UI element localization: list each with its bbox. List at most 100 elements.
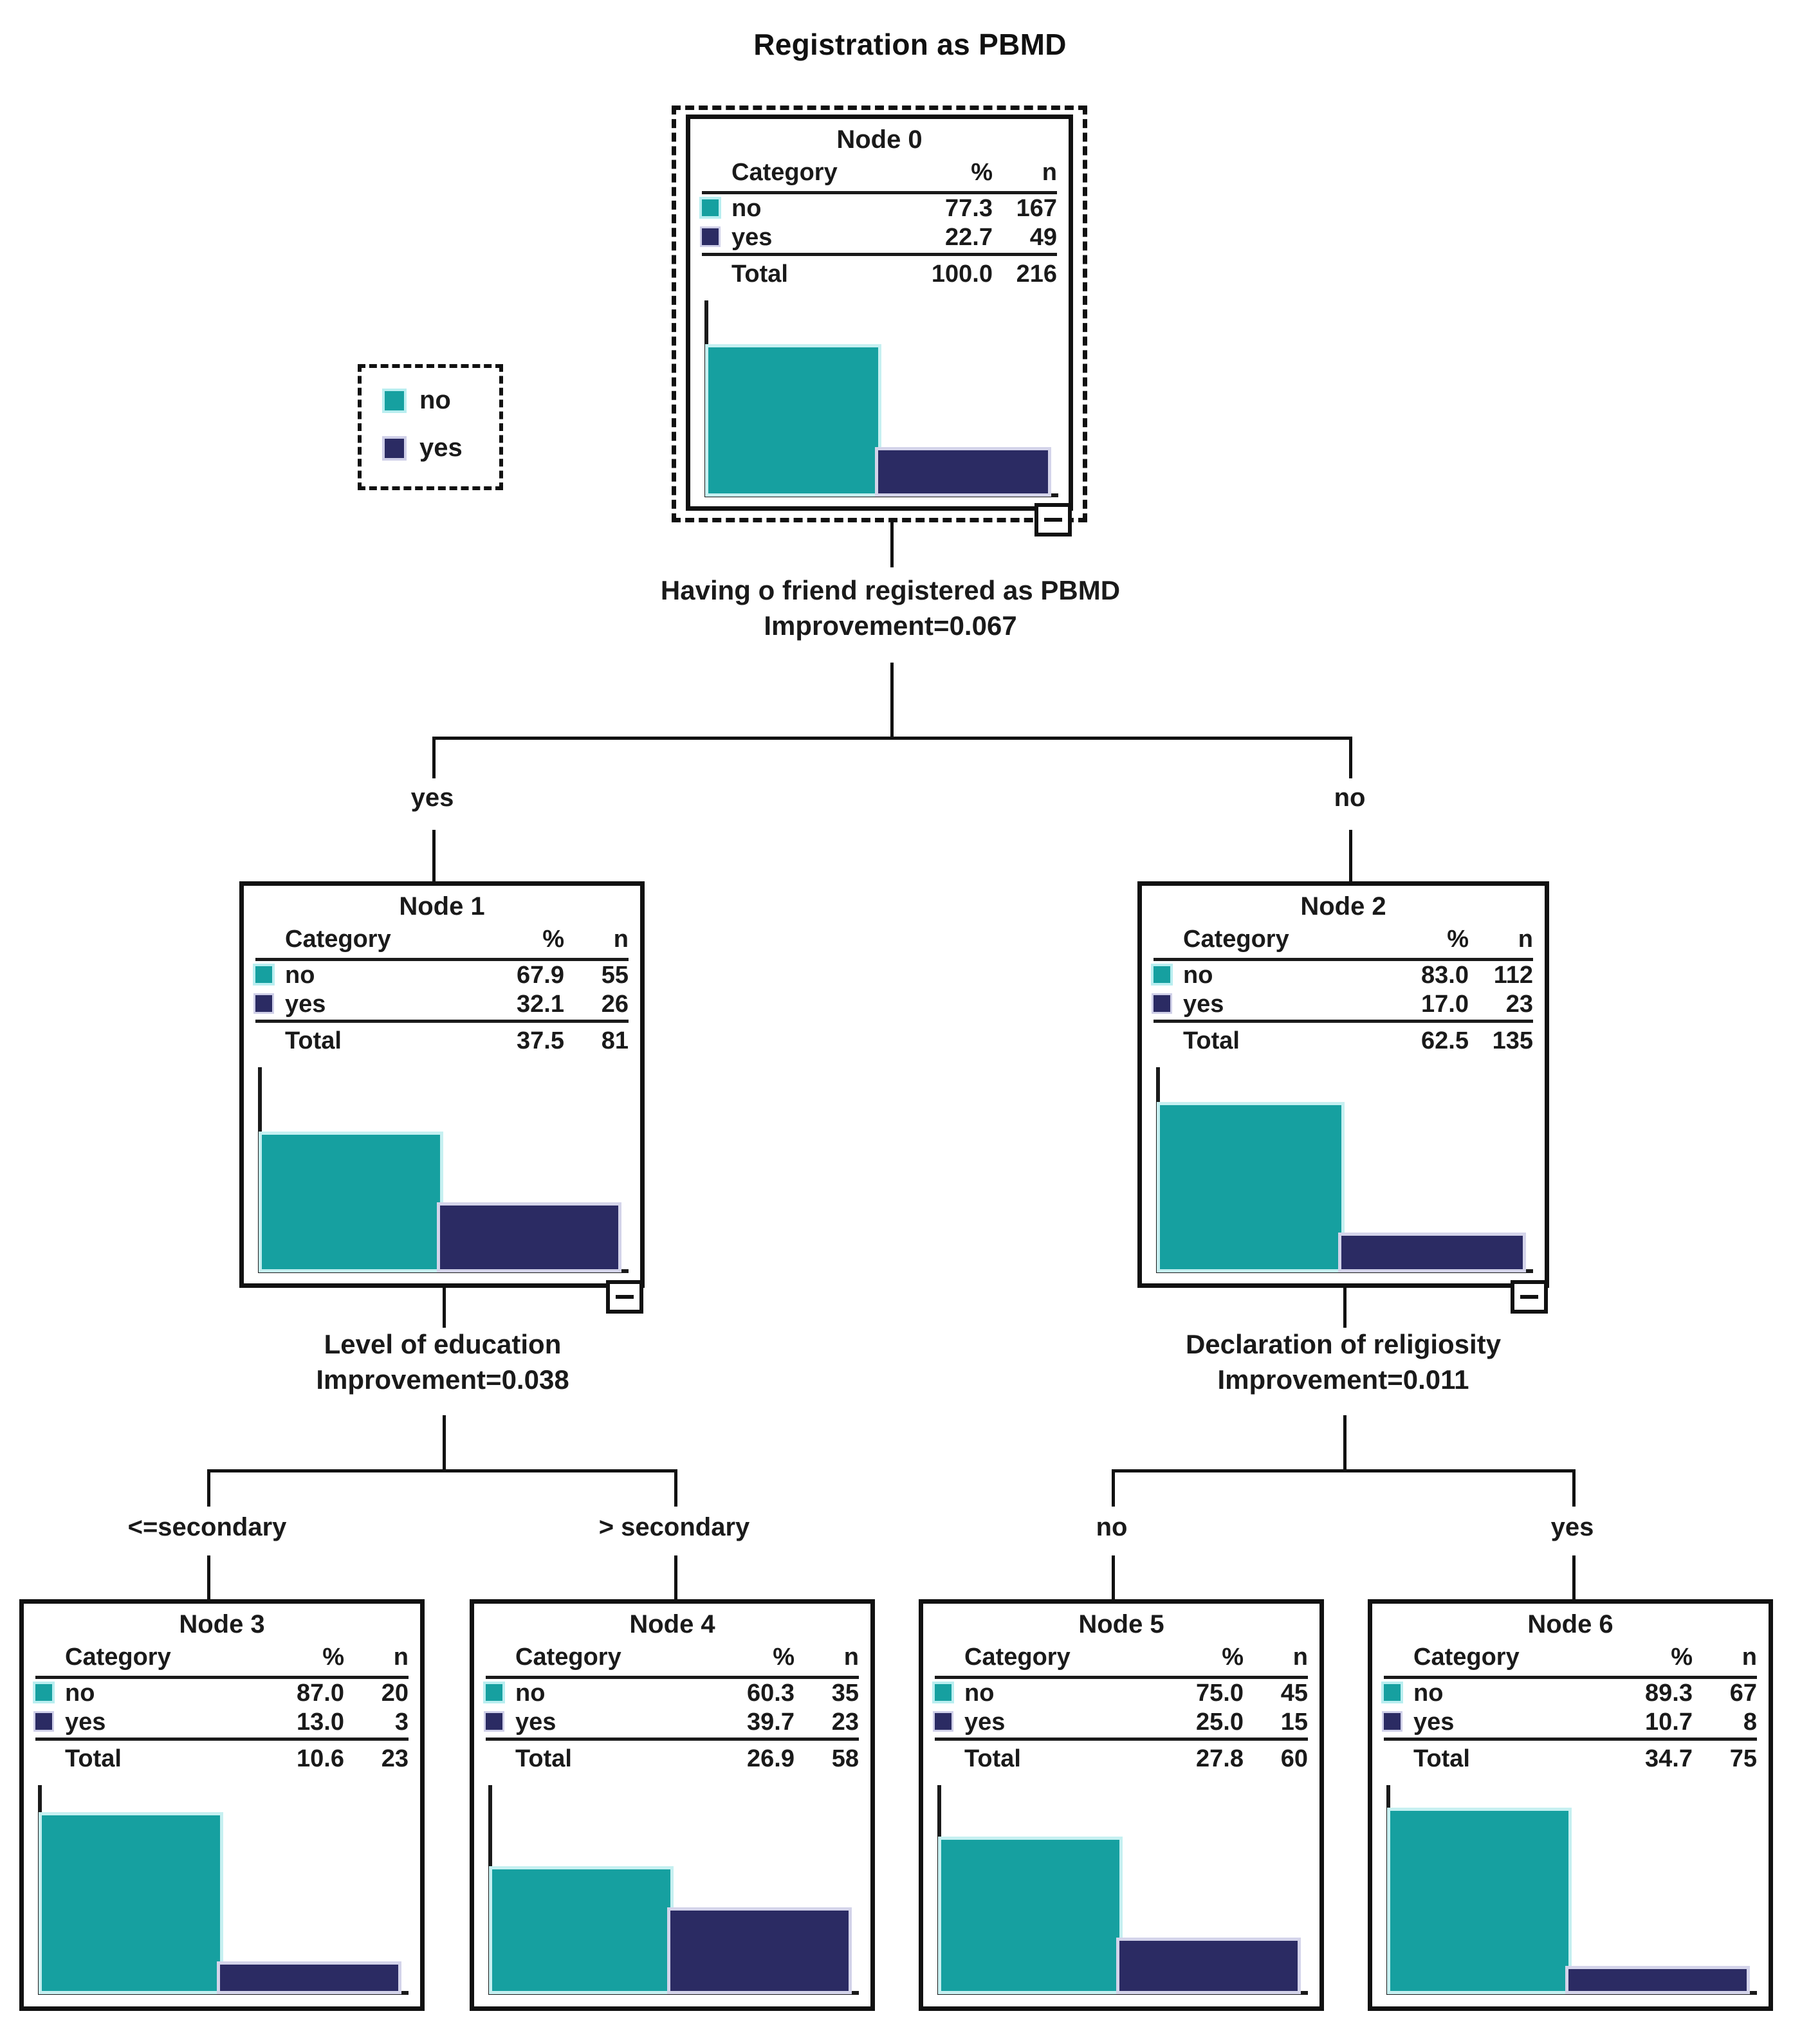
node-5-n-yes: 15 <box>1280 1708 1308 1736</box>
node-4-pct-no: 60.3 <box>747 1679 795 1707</box>
node-4-total-n: 58 <box>831 1745 859 1773</box>
node-2-bar-no <box>1160 1105 1341 1269</box>
edge-node1-down <box>443 1288 446 1328</box>
node-3-total-pct: 10.6 <box>297 1745 344 1773</box>
node-0-rule-top <box>702 190 1057 194</box>
branch-label-root-no: no <box>1334 784 1366 812</box>
node-0-collapse-button[interactable] <box>1034 503 1072 537</box>
node-2[interactable]: Node 2 Category % n no 83.0 112 yes 17.0… <box>1137 881 1549 1288</box>
left-split-improvement: Improvement=0.038 <box>316 1364 569 1395</box>
node-6-total-n: 75 <box>1729 1745 1757 1773</box>
legend-item-yes: yes <box>385 434 463 463</box>
row-swatch-yes-icon <box>702 228 719 245</box>
node-6-table-header: Category % n <box>1384 1643 1757 1674</box>
node-6-cat-yes: yes <box>1413 1708 1455 1736</box>
left-split-variable: Level of education <box>324 1329 562 1359</box>
node-4-row-no: no 60.3 35 <box>486 1679 859 1708</box>
row-swatch-yes-icon <box>255 995 272 1012</box>
node-2-total-n: 135 <box>1492 1027 1533 1055</box>
node-0[interactable]: Node 0 Category % n no 77.3 167 yes 22.7… <box>686 115 1073 511</box>
node-6-bar-chart <box>1386 1785 1757 1995</box>
node-0-total-label: Total <box>731 261 788 288</box>
node-5-row-total: Total 27.8 60 <box>935 1741 1308 1776</box>
node-4[interactable]: Node 4 Category % n no 60.3 35 yes 39.7 … <box>470 1599 875 2011</box>
right-split-label: Declaration of religiosity Improvement=0… <box>1086 1326 1601 1398</box>
node-6[interactable]: Node 6 Category % n no 89.3 67 yes 10.7 … <box>1368 1599 1773 2011</box>
branch-label-root-yes: yes <box>410 784 454 812</box>
minus-icon <box>616 1295 634 1299</box>
header-pct: % <box>542 926 564 953</box>
node-0-cat-no: no <box>731 194 762 222</box>
node-1-pct-no: 67.9 <box>517 961 564 989</box>
node-0-total-pct: 100.0 <box>931 261 993 288</box>
node-5-bar-chart <box>937 1785 1308 1995</box>
node-5-cat-yes: yes <box>964 1708 1006 1736</box>
node-1-cat-no: no <box>285 961 315 989</box>
node-1-bar-yes <box>440 1206 618 1269</box>
row-swatch-no-icon <box>935 1683 951 1701</box>
node-5-total-n: 60 <box>1280 1745 1308 1773</box>
node-2-cat-yes: yes <box>1183 990 1224 1018</box>
edge-right-drop-node6 <box>1572 1469 1576 1507</box>
minus-icon <box>1520 1295 1538 1299</box>
node-3-cat-no: no <box>65 1679 95 1707</box>
node-0-row-yes: yes 22.7 49 <box>702 223 1057 252</box>
header-pct: % <box>1447 926 1469 953</box>
node-4-title: Node 4 <box>629 1610 715 1638</box>
node-6-title: Node 6 <box>1527 1610 1613 1638</box>
node-4-total-pct: 26.9 <box>747 1745 795 1773</box>
node-1-bar-chart <box>258 1067 629 1273</box>
row-swatch-no-icon <box>1154 966 1170 983</box>
node-3-row-no: no 87.0 20 <box>35 1679 409 1708</box>
header-pct: % <box>773 1644 795 1671</box>
node-1-row-no: no 67.9 55 <box>255 961 629 990</box>
node-5-title: Node 5 <box>1078 1610 1164 1638</box>
node-2-n-yes: 23 <box>1505 990 1533 1018</box>
node-3-bar-yes <box>220 1965 398 1991</box>
node-6-rule-bottom <box>1384 1738 1757 1741</box>
node-4-row-yes: yes 39.7 23 <box>486 1708 859 1737</box>
header-n: n <box>1518 926 1533 953</box>
node-4-cat-yes: yes <box>515 1708 556 1736</box>
node-2-total-label: Total <box>1183 1027 1240 1055</box>
branch-label-right-yes: yes <box>1550 1513 1594 1541</box>
node-0-title: Node 0 <box>836 125 923 154</box>
branch-label-left-gt-secondary: > secondary <box>598 1513 750 1541</box>
header-n: n <box>613 926 629 953</box>
node-0-selection-outline <box>672 105 1087 522</box>
node-2-row-yes: yes 17.0 23 <box>1154 990 1533 1019</box>
node-1-total-n: 81 <box>601 1027 629 1055</box>
header-category: Category <box>65 1644 171 1671</box>
header-pct: % <box>322 1644 344 1671</box>
node-3-rule-bottom <box>35 1738 409 1741</box>
node-1[interactable]: Node 1 Category % n no 67.9 55 yes 32.1 … <box>239 881 645 1288</box>
node-2-collapse-button[interactable] <box>1511 1280 1548 1314</box>
node-5-row-yes: yes 25.0 15 <box>935 1708 1308 1737</box>
edge-to-node4 <box>674 1555 677 1599</box>
node-3[interactable]: Node 3 Category % n no 87.0 20 yes 13.0 … <box>19 1599 425 2011</box>
edge-root-left-drop <box>432 737 436 778</box>
node-1-table-header: Category % n <box>255 925 629 957</box>
header-category: Category <box>731 159 838 186</box>
row-swatch-yes-icon <box>486 1712 502 1730</box>
legend: no yes <box>358 364 503 490</box>
node-6-n-no: 67 <box>1729 1679 1757 1707</box>
edge-left-stem <box>443 1415 446 1469</box>
node-0-bar-chart <box>704 300 1058 497</box>
node-0-row-total: Total 100.0 216 <box>702 256 1057 291</box>
node-1-collapse-button[interactable] <box>606 1280 643 1314</box>
node-3-pct-no: 87.0 <box>297 1679 344 1707</box>
node-6-total-pct: 34.7 <box>1645 1745 1693 1773</box>
header-pct: % <box>1671 1644 1693 1671</box>
node-5-row-no: no 75.0 45 <box>935 1679 1308 1708</box>
row-swatch-no-icon <box>1384 1683 1401 1701</box>
node-1-total-label: Total <box>285 1027 342 1055</box>
edge-to-node1 <box>432 830 436 881</box>
node-5[interactable]: Node 5 Category % n no 75.0 45 yes 25.0 … <box>919 1599 1324 2011</box>
node-4-n-no: 35 <box>831 1679 859 1707</box>
node-3-n-no: 20 <box>381 1679 409 1707</box>
node-0-pct-no: 77.3 <box>945 194 993 222</box>
edge-to-node5 <box>1112 1555 1115 1599</box>
edge-to-node3 <box>207 1555 210 1599</box>
root-split-variable: Having o friend registered as PBMD <box>660 575 1121 605</box>
